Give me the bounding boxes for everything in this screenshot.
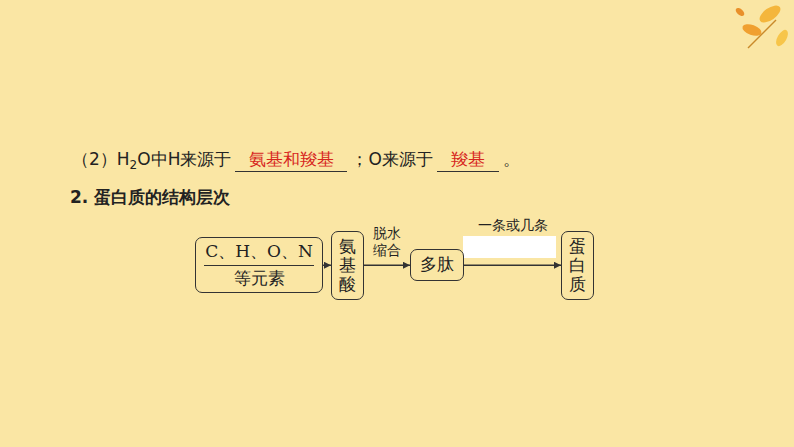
question-text: 。 — [503, 148, 520, 171]
amino-acid-box: 氨基酸 — [331, 231, 364, 300]
question-text: ；O来源于 — [351, 148, 432, 171]
edge-label: 脱水 缩合 — [370, 225, 404, 259]
section-heading: 2. 蛋白质的结构层次 — [70, 186, 230, 209]
node-text: 多肽 — [419, 254, 455, 275]
question-line: （2）H2O中H来源于氨基和羧基；O来源于羧基。 — [72, 148, 520, 172]
edge-label: 一条或几条 — [477, 217, 549, 234]
flow-arrow — [364, 265, 410, 266]
flow-arrow — [464, 265, 561, 266]
question-text: O中H来源于 — [137, 148, 231, 171]
node-text: 氨基酸 — [339, 237, 356, 293]
subscript: 2 — [130, 158, 138, 172]
node-text: 蛋白质 — [569, 237, 586, 293]
polypeptide-box: 多肽 — [410, 249, 464, 281]
answer-text: 氨基和羧基 — [235, 148, 347, 172]
flow-arrow — [323, 265, 331, 266]
leaf-ornament — [734, 2, 790, 48]
protein-box: 蛋白质 — [561, 231, 594, 300]
node-text: 等元素 — [204, 268, 314, 289]
answer-text: 羧基 — [437, 148, 499, 172]
node-text: C、H、O、N — [204, 241, 314, 265]
blank-fill-box — [463, 236, 556, 258]
element-box: C、H、O、N 等元素 — [195, 237, 323, 293]
question-text: （2）H — [72, 148, 130, 171]
